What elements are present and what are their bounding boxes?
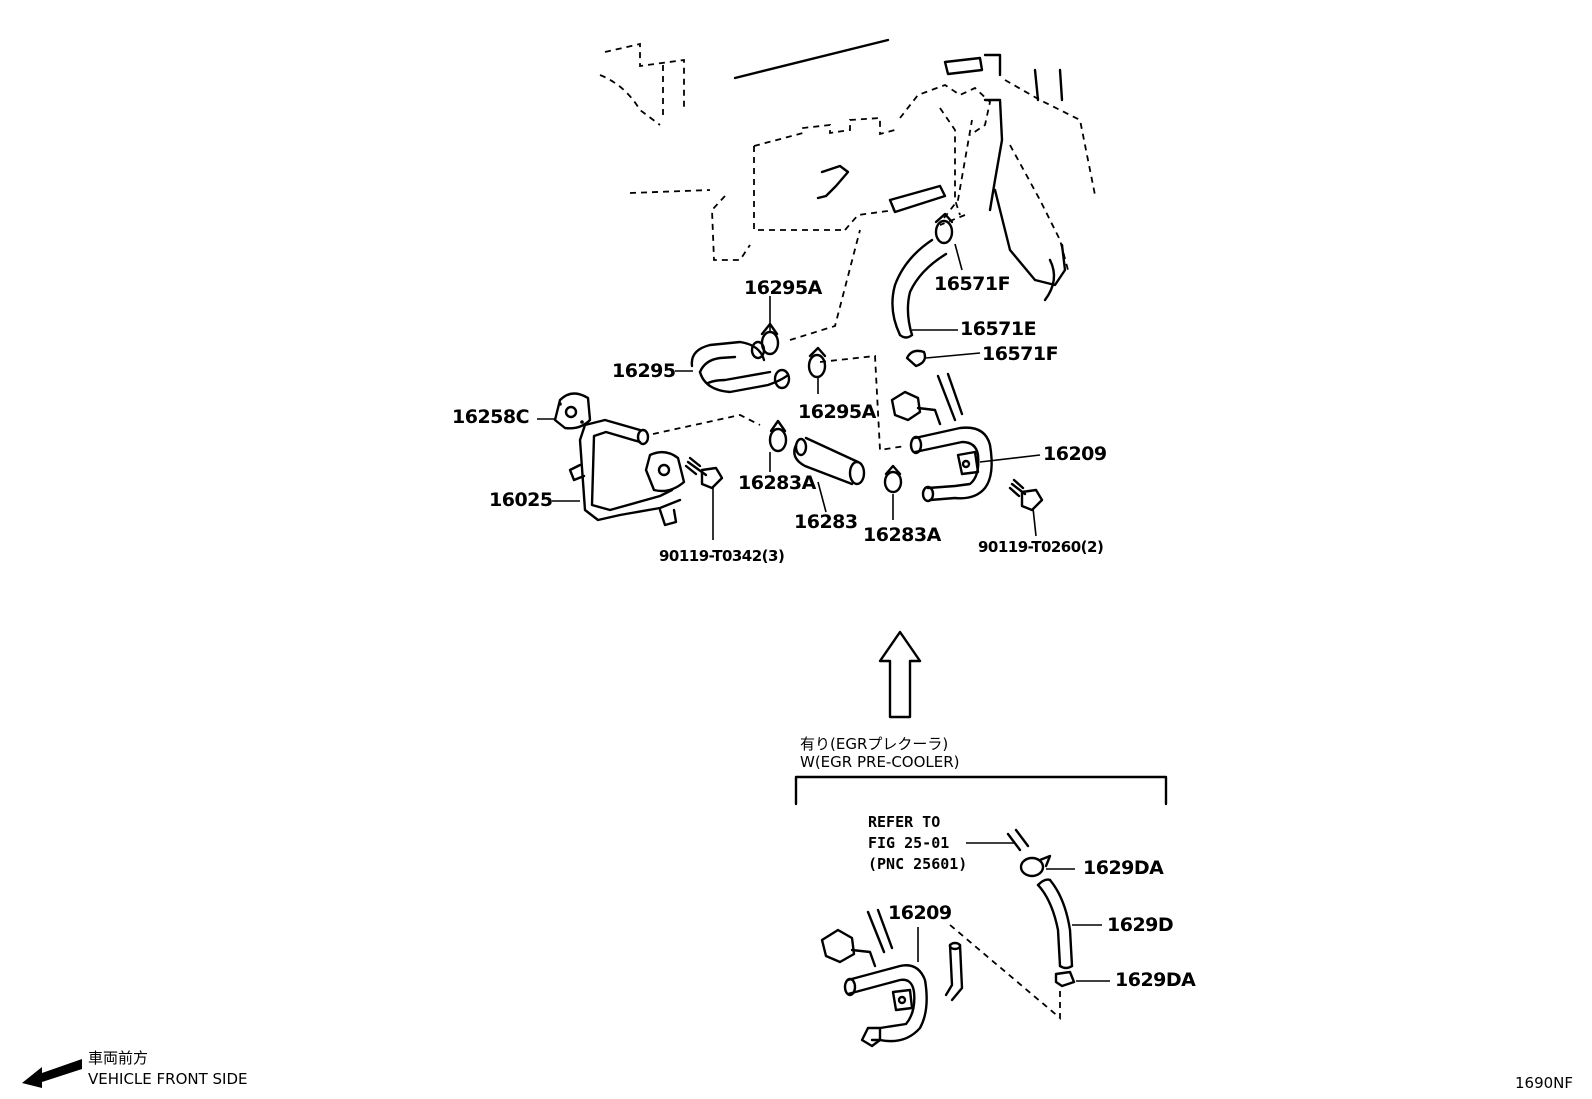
clamp-16295A-mid: [807, 346, 827, 379]
refer-line-1: REFER TO: [868, 813, 941, 831]
callout-16025: 16025: [489, 489, 553, 511]
hose-16283: [793, 436, 866, 486]
callout-1629DA-bottom: 1629DA: [1115, 969, 1196, 991]
callout-16283A-left: 16283A: [738, 472, 816, 494]
inset-pipe-stub: [1006, 828, 1030, 852]
callout-16283A-right: 16283A: [863, 524, 941, 546]
callout-1629DA-top: 1629DA: [1083, 857, 1164, 879]
callout-90119-T0342: 90119-T0342(3): [659, 547, 785, 565]
callout-90119-T0260: 90119-T0260(2): [978, 538, 1104, 556]
callout-16209: 16209: [1043, 443, 1107, 465]
hose-16295: [690, 340, 791, 394]
inset-title-jp: 有り(EGRプレクーラ): [800, 735, 949, 753]
inset-pipe-16209: [820, 908, 964, 1048]
callout-16571E: 16571E: [960, 318, 1037, 340]
pipe-16209: [890, 372, 993, 503]
bolt-90119-T0342: [684, 456, 724, 490]
view-arrow: [878, 630, 922, 719]
vehicle-front-arrow: [22, 1059, 82, 1088]
gasket-16258C: [553, 392, 592, 430]
figure-code: 1690NF: [1515, 1074, 1574, 1092]
callout-1629D: 1629D: [1107, 914, 1174, 936]
clamp-16571F-mid: [905, 349, 927, 368]
front-label-jp: 車両前方: [88, 1049, 149, 1067]
callout-16571F-mid: 16571F: [982, 343, 1059, 365]
engine-outline: [599, 38, 1096, 302]
callout-16571F-top: 16571F: [934, 273, 1011, 295]
inset-hose-1629D: [1036, 878, 1074, 970]
clamp-16571F-top: [934, 212, 954, 245]
refer-line-3: (PNC 25601): [868, 855, 968, 873]
inset-title-en: W(EGR PRE-COOLER): [800, 753, 960, 771]
bolt-90119-T0260: [1008, 478, 1044, 512]
clamp-16283A-right: [883, 464, 903, 494]
callout-16295: 16295: [612, 360, 676, 382]
front-label-en: VEHICLE FRONT SIDE: [88, 1070, 248, 1088]
callout-16295A-mid: 16295A: [798, 401, 876, 423]
callout-16283: 16283: [794, 511, 858, 533]
inset-clamp-1629DA-bottom: [1054, 970, 1076, 988]
hose-16571E: [891, 238, 948, 339]
callout-16295A-top: 16295A: [744, 277, 822, 299]
callout-16209-inset: 16209: [888, 902, 952, 924]
refer-line-2: FIG 25-01: [868, 834, 950, 852]
inset-clamp-1629DA-top: [1019, 854, 1052, 878]
callout-16258C: 16258C: [452, 406, 530, 428]
pipe-16025: [568, 418, 686, 527]
clamp-16283A-left: [768, 419, 788, 453]
